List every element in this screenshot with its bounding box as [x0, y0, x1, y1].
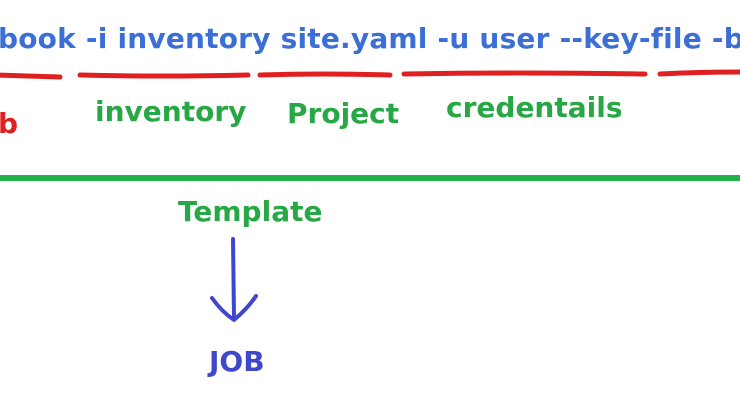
- underline-segment-1: [0, 72, 63, 80]
- label-b: b: [0, 107, 19, 140]
- label-project: Project: [287, 97, 400, 130]
- underline-segment-4: [401, 70, 648, 77]
- label-inventory: inventory: [95, 95, 247, 128]
- label-template: Template: [178, 195, 323, 228]
- underline-segment-3: [257, 71, 393, 78]
- command-line: book -i inventory site.yaml -u user --ke…: [0, 22, 740, 55]
- label-job: JOB: [209, 345, 265, 378]
- down-arrow-icon: [231, 237, 236, 319]
- arrow-head: [210, 294, 258, 322]
- underline-segment-5: [657, 69, 740, 77]
- underline-segment-2: [77, 72, 251, 79]
- label-credentials: credentails: [446, 91, 623, 124]
